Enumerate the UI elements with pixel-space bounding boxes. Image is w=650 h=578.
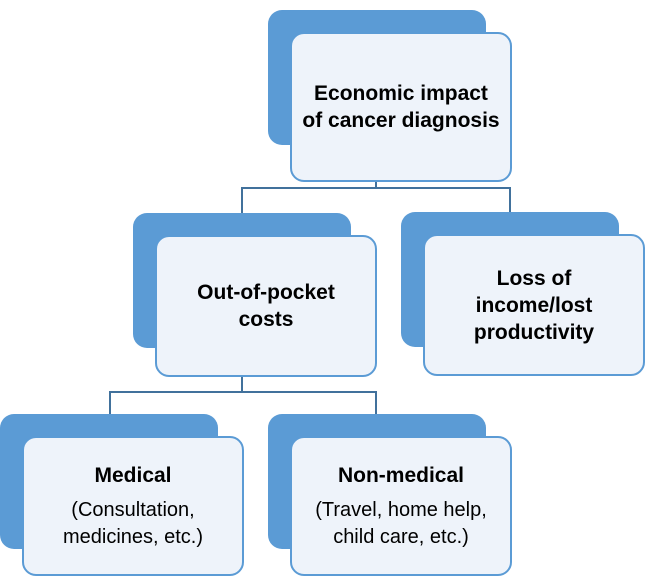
connector-oop-branch [109, 391, 377, 414]
node-subtitle-non-medical: (Travel, home help, child care, etc.) [315, 498, 487, 548]
node-box: Economic impact of cancer diagnosis [290, 32, 512, 182]
node-title-loss-of-income: Loss of income/lost productivity [473, 266, 595, 344]
node-box: Non-medical (Travel, home help, child ca… [290, 436, 512, 576]
node-title-economic-impact: Economic impact of cancer diagnosis [302, 82, 500, 132]
node-box: Out-of-pocket costs [155, 235, 377, 377]
node-title-medical: Medical [94, 463, 172, 487]
node-box: Medical (Consultation, medicines, etc.) [22, 436, 244, 576]
node-title-out-of-pocket: Out-of-pocket costs [197, 281, 335, 331]
node-box: Loss of income/lost productivity [423, 234, 645, 376]
node-subtitle-medical: (Consultation, medicines, etc.) [62, 498, 204, 548]
node-title-non-medical: Non-medical [337, 463, 465, 487]
connector-root-branch [241, 187, 511, 213]
